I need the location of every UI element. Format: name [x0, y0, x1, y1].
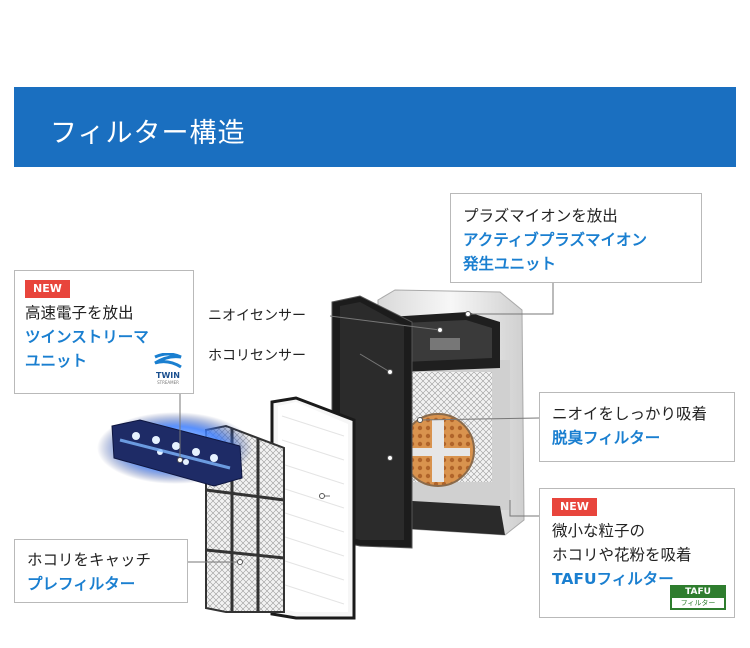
streamer-name-1: ツインストリーマ: [25, 328, 149, 346]
odor-filter-desc: ニオイをしっかり吸着: [552, 405, 708, 423]
new-badge: NEW: [552, 498, 597, 516]
twin-streamer-logo: TWIN STREAMER: [151, 353, 185, 385]
twin-streamer-icon: [154, 353, 182, 369]
tafu-logo-bottom: フィルター: [680, 599, 716, 607]
callout-tafu-filter: NEW 微小な粒子の ホコリや花粉を吸着 TAFUフィルター TAFU フィルタ…: [539, 488, 735, 618]
dust-sensor-label: ホコリセンサー: [208, 348, 306, 364]
tafu-filter: [270, 396, 356, 620]
plasma-name-2: 発生ユニット: [463, 255, 557, 273]
callout-twin-streamer: NEW 高速電子を放出 ツインストリーマ ユニット TWIN STREAMER: [14, 270, 194, 394]
twin-logo-text: TWIN: [156, 371, 180, 380]
tafu-logo-top: TAFU: [672, 587, 724, 598]
streamer-name-2: ユニット: [25, 352, 88, 370]
prefilter-desc: ホコリをキャッチ: [27, 551, 152, 569]
plasma-name-1: アクティブプラズマイオン: [463, 231, 647, 249]
tafu-name: TAFUフィルター: [552, 570, 674, 588]
streamer-unit: [97, 412, 253, 487]
tafu-desc-1: 微小な粒子の: [552, 522, 646, 540]
odor-sensor-label: ニオイセンサー: [208, 308, 306, 324]
prefilter-name: プレフィルター: [27, 575, 136, 593]
plasma-desc: プラズマイオンを放出: [463, 207, 618, 225]
callout-plasma-ion: プラズマイオンを放出 アクティブプラズマイオン 発生ユニット: [450, 193, 702, 283]
header-bar: フィルター構造: [14, 87, 736, 167]
odor-filter-name: 脱臭フィルター: [552, 429, 661, 447]
tafu-desc-2: ホコリや花粉を吸着: [552, 546, 692, 564]
page-title: フィルター構造: [50, 118, 246, 149]
streamer-desc: 高速電子を放出: [25, 304, 134, 322]
leader-dots: [177, 311, 471, 565]
tafu-logo: TAFU フィルター: [670, 585, 726, 610]
twin-logo-sub: STREAMER: [157, 380, 179, 385]
callout-odor-filter: ニオイをしっかり吸着 脱臭フィルター: [539, 392, 735, 462]
callout-prefilter: ホコリをキャッチ プレフィルター: [14, 539, 188, 603]
leader-lines: [179, 283, 554, 563]
new-badge: NEW: [25, 280, 70, 298]
